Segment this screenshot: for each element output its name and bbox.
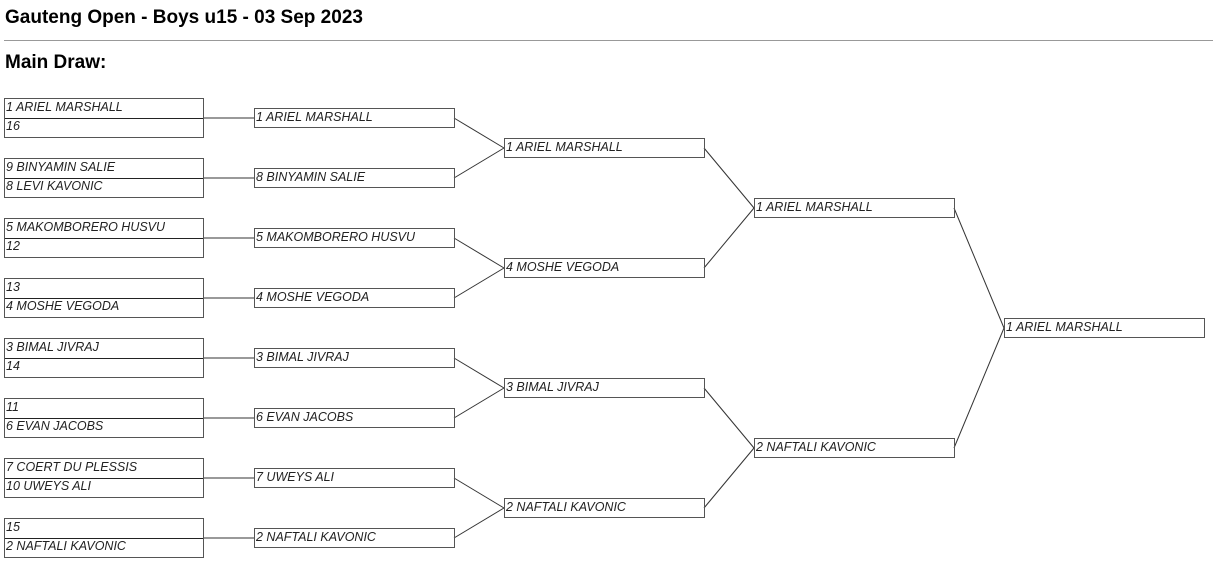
header-divider	[4, 40, 1213, 41]
champion-box: 1 ARIEL MARSHALL	[1004, 318, 1205, 338]
round1-player-slot: 6 EVAN JACOBS	[6, 419, 104, 433]
round1-player-slot: 16	[6, 119, 20, 133]
round1-player-slot: 1 ARIEL MARSHALL	[6, 100, 123, 114]
round1-player-slot: 14	[6, 359, 20, 373]
round1-match: 7 COERT DU PLESSIS 10 UWEYS ALI	[4, 458, 204, 498]
round1-match: 9 BINYAMIN SALIE 8 LEVI KAVONIC	[4, 158, 204, 198]
match-divider	[5, 238, 203, 239]
bracket-connector	[453, 387, 505, 419]
round1-match: 3 BIMAL JIVRAJ 14	[4, 338, 204, 378]
bracket-connector	[453, 477, 505, 509]
bracket-connector	[453, 507, 505, 539]
page-title: Gauteng Open - Boys u15 - 03 Sep 2023	[5, 7, 363, 28]
round2-winner-box: 6 EVAN JACOBS	[254, 408, 455, 428]
draw-heading: Main Draw:	[5, 52, 107, 73]
round1-player-slot: 2 NAFTALI KAVONIC	[6, 539, 126, 553]
quarterfinal-winner-box: 1 ARIEL MARSHALL	[504, 138, 705, 158]
bracket-connector	[703, 147, 755, 209]
round2-winner-box: 2 NAFTALI KAVONIC	[254, 528, 455, 548]
round2-winner-box: 7 UWEYS ALI	[254, 468, 455, 488]
bracket-connector	[703, 387, 755, 449]
bracket-connector	[453, 147, 505, 179]
round2-winner-box: 4 MOSHE VEGODA	[254, 288, 455, 308]
round2-winner-box: 8 BINYAMIN SALIE	[254, 168, 455, 188]
match-divider	[5, 478, 203, 479]
round1-player-slot: 5 MAKOMBORERO HUSVU	[6, 220, 166, 234]
round2-winner-box: 3 BIMAL JIVRAJ	[254, 348, 455, 368]
match-divider	[5, 538, 203, 539]
match-divider	[5, 118, 203, 119]
round2-winner-box: 5 MAKOMBORERO HUSVU	[254, 228, 455, 248]
quarterfinal-winner-box: 2 NAFTALI KAVONIC	[504, 498, 705, 518]
match-divider	[5, 178, 203, 179]
round1-match: 13 4 MOSHE VEGODA	[4, 278, 204, 318]
match-divider	[5, 358, 203, 359]
bracket-connector	[953, 207, 1005, 329]
round1-player-slot: 15	[6, 520, 20, 534]
round1-player-slot: 12	[6, 239, 20, 253]
round1-player-slot: 7 COERT DU PLESSIS	[6, 460, 138, 474]
round1-match: 11 6 EVAN JACOBS	[4, 398, 204, 438]
bracket-connector	[703, 447, 755, 509]
round1-player-slot: 8 LEVI KAVONIC	[6, 179, 103, 193]
bracket-connector	[953, 327, 1005, 449]
bracket-connector	[453, 357, 505, 389]
bracket-connector	[703, 207, 755, 269]
semifinal-winner-box: 2 NAFTALI KAVONIC	[754, 438, 955, 458]
round1-player-slot: 9 BINYAMIN SALIE	[6, 160, 116, 174]
match-divider	[5, 298, 203, 299]
round1-match: 15 2 NAFTALI KAVONIC	[4, 518, 204, 558]
round1-player-slot: 10 UWEYS ALI	[6, 479, 91, 493]
round1-player-slot: 13	[6, 280, 20, 294]
quarterfinal-winner-box: 3 BIMAL JIVRAJ	[504, 378, 705, 398]
round1-player-slot: 11	[6, 400, 19, 414]
bracket-connector	[453, 237, 505, 269]
match-divider	[5, 418, 203, 419]
bracket-connector	[453, 117, 505, 149]
round2-winner-box: 1 ARIEL MARSHALL	[254, 108, 455, 128]
round1-match: 1 ARIEL MARSHALL 16	[4, 98, 204, 138]
semifinal-winner-box: 1 ARIEL MARSHALL	[754, 198, 955, 218]
bracket-connector	[453, 267, 505, 299]
round1-match: 5 MAKOMBORERO HUSVU 12	[4, 218, 204, 258]
quarterfinal-winner-box: 4 MOSHE VEGODA	[504, 258, 705, 278]
round1-player-slot: 3 BIMAL JIVRAJ	[6, 340, 99, 354]
round1-player-slot: 4 MOSHE VEGODA	[6, 299, 120, 313]
